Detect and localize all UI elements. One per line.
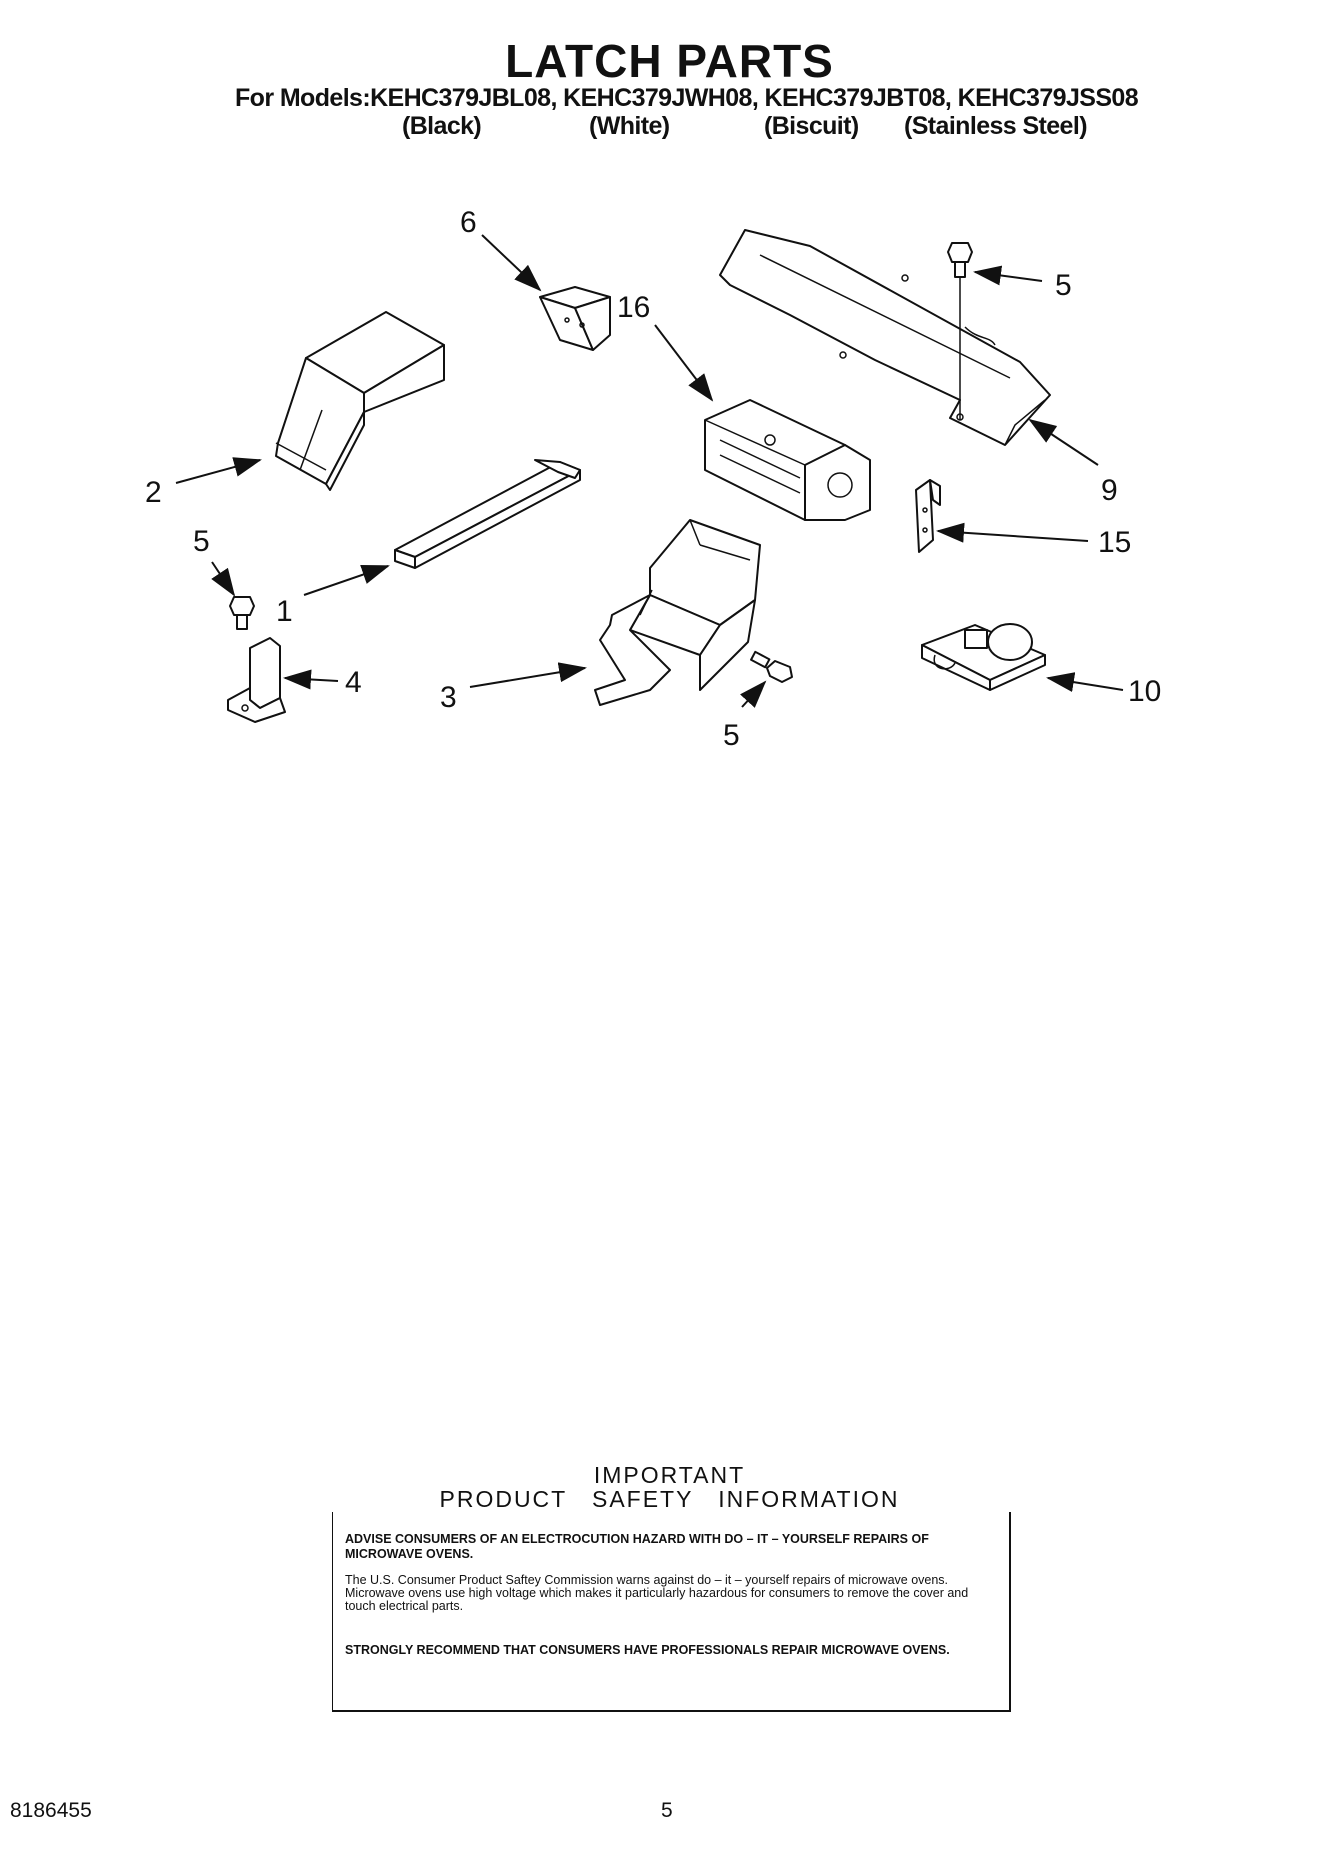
finish-biscuit: (Biscuit) [764,112,859,140]
safety-warning-text: The U.S. Consumer Product Saftey Commiss… [345,1573,969,1613]
callout-3: 3 [440,681,457,714]
callout-4: 4 [345,666,362,699]
leader-lines [175,234,1124,708]
callout-15: 15 [1098,526,1131,559]
part-3-enclosure [594,519,761,706]
models-line: For Models:KEHC379JBL08, KEHC379JWH08, K… [235,84,1139,112]
safety-advise-text: ADVISE CONSUMERS OF AN ELECTROCUTION HAZ… [345,1532,929,1561]
safety-heading-product: PRODUCT SAFETY INFORMATION [439,1486,900,1512]
part-6-block [539,286,611,351]
callout-16: 16 [617,291,650,324]
part-16-latch-assembly [704,399,871,521]
part-5-screw-left [229,596,255,630]
safety-heading-important: IMPORTANT [593,1462,746,1488]
part-15-bracket [915,479,941,553]
callout-5-middle: 5 [723,719,740,752]
callout-6: 6 [460,206,477,239]
finish-black: (Black) [402,112,482,140]
part-1-rail [394,459,581,569]
finish-white: (White) [589,112,670,140]
callout-9: 9 [1101,474,1118,507]
callout-10: 10 [1128,675,1161,708]
part-5-screw-middle [750,650,793,683]
callout-5-top: 5 [1055,269,1072,302]
part-4-small-bracket [227,637,286,723]
callout-2: 2 [145,476,162,509]
exploded-parts-diagram: 6 16 5 9 2 15 5 1 4 3 10 5 [145,206,1161,752]
page-number: 5 [661,1799,673,1822]
document-number: 8186455 [10,1799,92,1822]
part-10-switch-assembly [921,623,1046,691]
callout-1: 1 [276,595,293,628]
finish-stainless-steel: (Stainless Steel) [904,112,1088,140]
callout-5-left: 5 [193,525,210,558]
part-2-duct-cover [275,311,445,491]
part-9-latch-channel [719,229,1051,446]
safety-info-box: ADVISE CONSUMERS OF AN ELECTROCUTION HAZ… [332,1512,1011,1712]
safety-recommend-text: STRONGLY RECOMMEND THAT CONSUMERS HAVE P… [345,1643,950,1657]
page-title: LATCH PARTS [505,35,834,87]
part-5-screw-top [947,242,973,420]
